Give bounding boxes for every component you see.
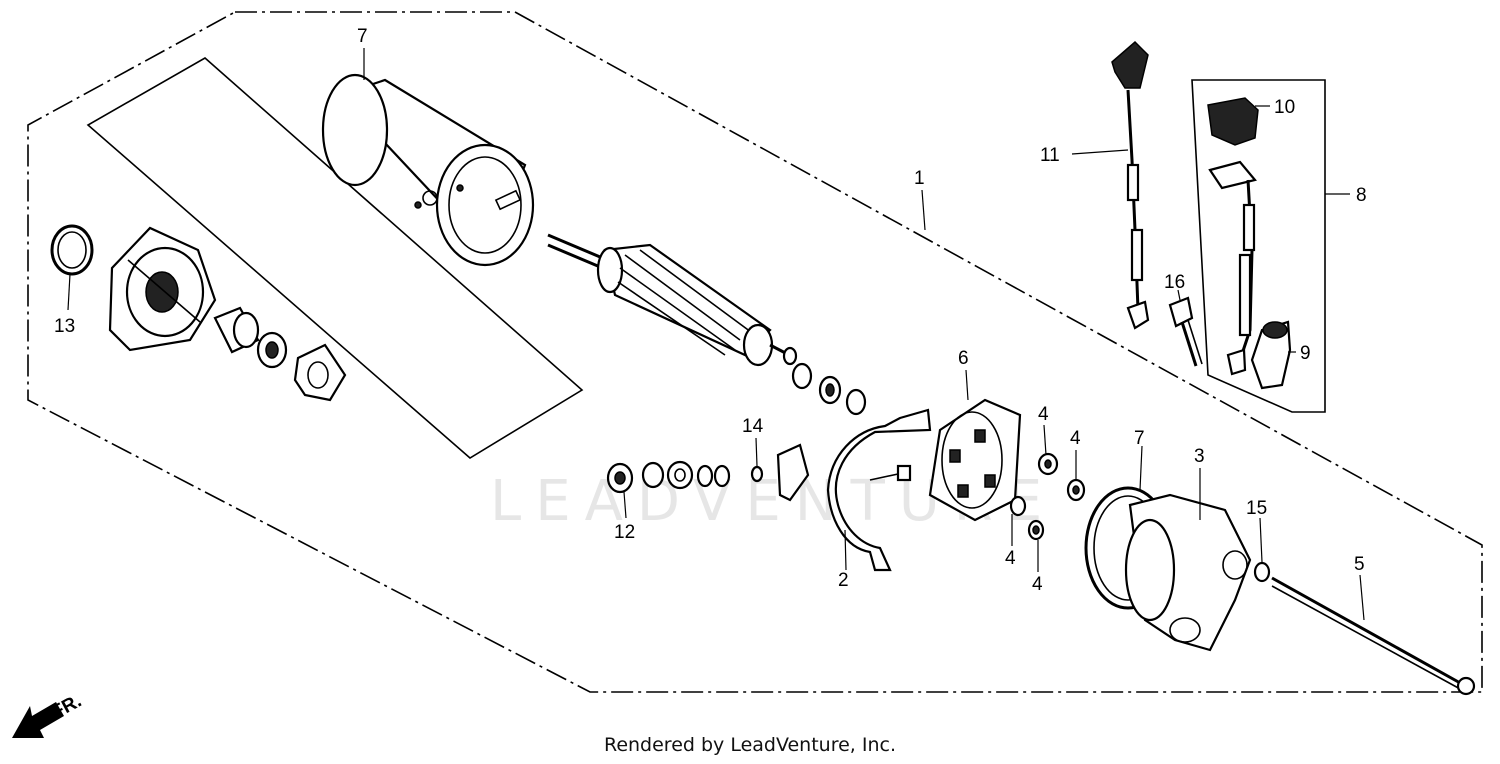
leader-5 xyxy=(1359,574,1365,621)
terminal-boot-part xyxy=(1250,320,1292,390)
brush-nut-middle xyxy=(1009,495,1027,517)
thrust-washers xyxy=(791,362,867,416)
front-cover-part xyxy=(108,226,217,352)
leader-12 xyxy=(623,491,627,519)
rear-cover-part xyxy=(1124,493,1252,652)
starter-cable-part xyxy=(1111,40,1150,330)
leader-13 xyxy=(67,273,71,311)
sub-assembly-outline xyxy=(86,57,584,459)
terminal-cap-part xyxy=(1207,97,1259,146)
terminal-bolt-part xyxy=(1168,296,1203,367)
leader-14 xyxy=(755,437,758,467)
callout-11: 11 xyxy=(1040,145,1060,166)
callout-4d: 4 xyxy=(1032,574,1043,595)
nut-washer-stack xyxy=(606,460,731,494)
callout-16: 16 xyxy=(1164,272,1185,293)
callout-8: 8 xyxy=(1356,185,1367,206)
callout-13: 13 xyxy=(54,316,75,337)
leader-4a xyxy=(1043,424,1047,456)
leader-16 xyxy=(1177,289,1181,301)
callout-14: 14 xyxy=(742,416,764,437)
brush-holder-part xyxy=(928,398,1022,522)
brush-holder-plate xyxy=(826,408,932,572)
callout-9: 9 xyxy=(1300,343,1311,364)
callout-15: 15 xyxy=(1246,498,1267,519)
leader-6 xyxy=(965,369,969,401)
callout-10: 10 xyxy=(1274,97,1295,118)
oil-seal-part xyxy=(256,331,288,369)
bearing-part xyxy=(213,306,260,354)
assembly-outline xyxy=(27,11,1483,693)
through-bolt-part xyxy=(1271,576,1476,696)
small-washer-part xyxy=(750,465,764,483)
brush-nut-lower xyxy=(1027,519,1045,541)
callout-7b: 7 xyxy=(1134,428,1145,449)
callout-4b: 4 xyxy=(1070,428,1081,449)
callout-2: 2 xyxy=(838,570,849,591)
callout-7a: 7 xyxy=(357,26,368,47)
callout-4a: 4 xyxy=(1038,404,1049,425)
lock-washer-part xyxy=(293,343,347,402)
leader-2 xyxy=(844,529,847,571)
o-ring-part xyxy=(50,224,94,276)
armature-part xyxy=(547,233,798,367)
front-direction-arrow xyxy=(12,702,64,738)
leader-15 xyxy=(1259,517,1263,563)
through-bolt-washer xyxy=(1253,561,1271,583)
cable-kit-outline xyxy=(1191,79,1326,413)
brush-nut-right xyxy=(1066,478,1086,502)
yoke-housing-part xyxy=(321,73,535,267)
callout-1: 1 xyxy=(914,168,925,189)
leader-11 xyxy=(1071,149,1129,155)
callout-3: 3 xyxy=(1194,446,1205,467)
insulator-part xyxy=(776,443,810,502)
callout-5: 5 xyxy=(1354,554,1365,575)
leader-7b xyxy=(1139,445,1143,491)
brush-nut-upper xyxy=(1037,452,1059,476)
lead-wire-part xyxy=(1208,160,1257,376)
render-credit: Rendered by LeadVenture, Inc. xyxy=(603,734,897,756)
callout-4c: 4 xyxy=(1005,548,1016,569)
callout-12: 12 xyxy=(614,522,635,543)
leader-1 xyxy=(921,189,926,231)
callout-6: 6 xyxy=(958,348,969,369)
